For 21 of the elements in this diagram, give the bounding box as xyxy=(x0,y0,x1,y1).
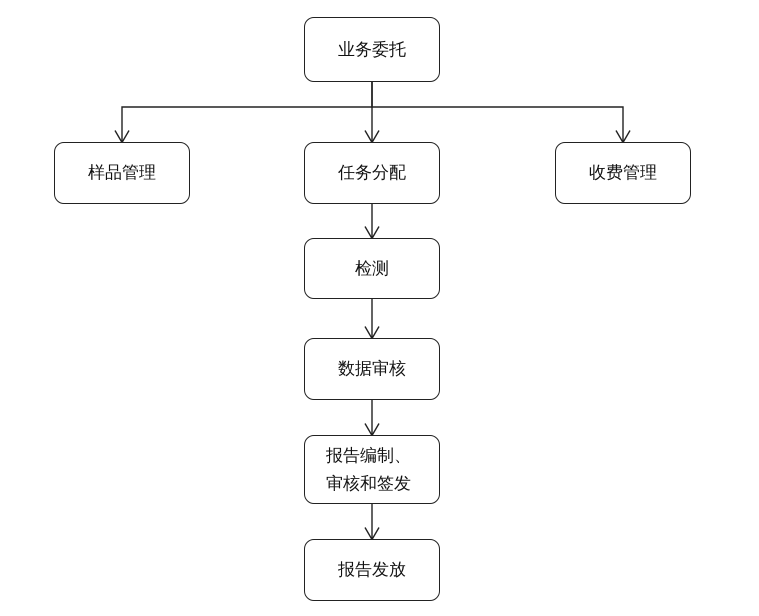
process-box xyxy=(304,435,440,504)
arrow xyxy=(364,299,380,340)
process-box xyxy=(54,142,190,204)
arrow xyxy=(364,204,380,240)
process-box xyxy=(304,17,440,82)
process-box xyxy=(304,238,440,299)
arrow xyxy=(371,82,631,144)
step-label: 任务分配 xyxy=(338,162,406,184)
process-box xyxy=(304,338,440,400)
process-box xyxy=(304,539,440,601)
step-label: 报告发放 xyxy=(338,559,406,581)
arrow xyxy=(364,504,380,540)
process-box xyxy=(555,142,691,204)
arrow xyxy=(364,400,380,436)
process-box xyxy=(304,142,440,204)
step-label: 数据审核 xyxy=(338,358,406,380)
step-label: 检测 xyxy=(355,258,389,280)
step-label: 收费管理 xyxy=(589,162,657,184)
step-label: 样品管理 xyxy=(88,162,156,184)
step-label: 报告编制、审核和签发 xyxy=(326,444,412,494)
step-label: 业务委托 xyxy=(338,38,406,60)
